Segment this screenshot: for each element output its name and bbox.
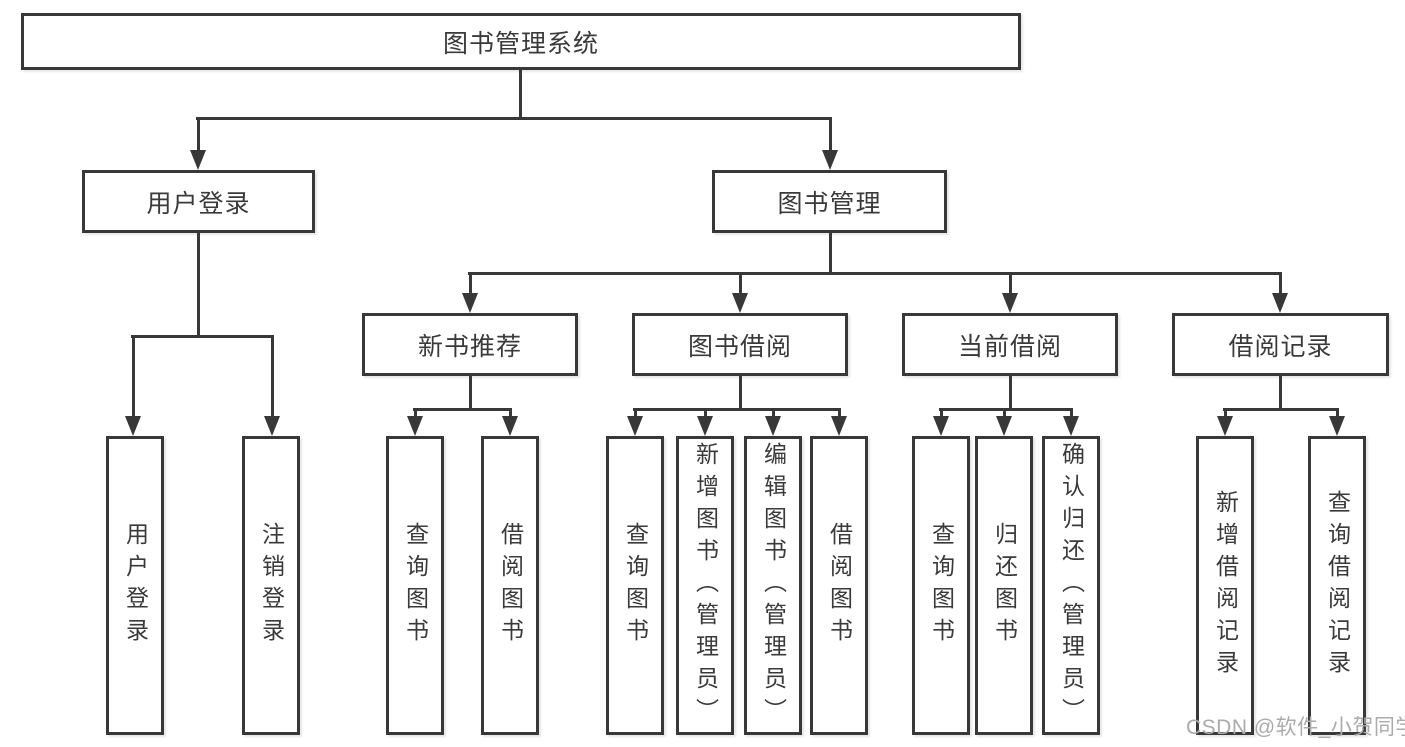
connector-drop xyxy=(270,335,274,420)
arrowhead-down-icon xyxy=(765,416,781,436)
connector-drop xyxy=(1223,408,1227,420)
connector-drop xyxy=(131,335,135,420)
connector-drop xyxy=(837,408,841,420)
leaf-current-query-book: 查询图书 xyxy=(912,436,970,735)
node-label: 确认归还（管理员） xyxy=(1058,441,1085,730)
leaf-records-add-record: 新增借阅记录 xyxy=(1196,436,1254,735)
connector-drop xyxy=(1278,272,1282,297)
node-label: 编辑图书（管理员） xyxy=(760,441,787,730)
node-label: 图书管理 xyxy=(777,189,882,218)
connector-drop xyxy=(1069,408,1073,420)
node-label: 借阅图书 xyxy=(826,521,853,650)
connector-bar xyxy=(468,272,1282,275)
connector-drop xyxy=(939,408,943,420)
leaf-borrow-borrow-book: 借阅图书 xyxy=(810,436,868,735)
arrowhead-down-icon xyxy=(264,416,280,436)
node-label: 当前借阅 xyxy=(957,332,1062,361)
connector-drop xyxy=(828,117,832,154)
arrowhead-down-icon xyxy=(407,416,423,436)
node-label: 新书推荐 xyxy=(417,332,522,361)
node-label: 新增借阅记录 xyxy=(1212,489,1239,682)
node-current-borrow: 当前借阅 xyxy=(902,313,1118,376)
connector-drop xyxy=(738,272,742,297)
connector-bar xyxy=(196,117,832,120)
leaf-borrow-edit-book-admin: 编辑图书（管理员） xyxy=(744,436,802,735)
arrowhead-down-icon xyxy=(1217,416,1233,436)
connector-stem xyxy=(196,233,200,338)
connector-bar xyxy=(131,335,274,338)
connector-stem xyxy=(1278,376,1282,410)
arrowhead-down-icon xyxy=(627,416,643,436)
connector-drop xyxy=(771,408,775,420)
node-label: 用户登录 xyxy=(122,521,149,650)
node-root-book-management-system: 图书管理系统 xyxy=(21,13,1021,70)
node-label: 查询图书 xyxy=(402,521,429,650)
arrowhead-down-icon xyxy=(1272,293,1288,313)
node-borrow-records: 借阅记录 xyxy=(1172,313,1389,376)
connector-stem xyxy=(468,376,472,410)
arrowhead-down-icon xyxy=(1329,416,1345,436)
node-user-login: 用户登录 xyxy=(82,170,315,233)
connector-bar xyxy=(939,408,1073,411)
connector-stem xyxy=(1008,376,1012,410)
node-label: 新增图书（管理员） xyxy=(692,441,719,730)
connector-drop xyxy=(413,408,417,420)
node-label: 图书管理系统 xyxy=(442,29,599,58)
connector-bar xyxy=(633,408,841,411)
leaf-current-return-book: 归还图书 xyxy=(975,436,1033,735)
connector-stem xyxy=(828,233,832,275)
connector-bar xyxy=(1223,408,1339,411)
connector-stem xyxy=(518,70,522,120)
arrowhead-down-icon xyxy=(933,416,949,436)
arrowhead-down-icon xyxy=(697,416,713,436)
node-label: 查询图书 xyxy=(622,521,649,650)
connector-drop xyxy=(196,117,200,154)
connector-drop xyxy=(1008,272,1012,297)
node-label: 借阅图书 xyxy=(497,521,524,650)
leaf-user-login: 用户登录 xyxy=(106,436,164,735)
node-label: 用户登录 xyxy=(146,189,251,218)
leaf-borrow-query-book: 查询图书 xyxy=(606,436,664,735)
arrowhead-down-icon xyxy=(831,416,847,436)
arrowhead-down-icon xyxy=(462,293,478,313)
node-label: 图书借阅 xyxy=(687,332,792,361)
arrowhead-down-icon xyxy=(996,416,1012,436)
node-book-management: 图书管理 xyxy=(712,170,947,233)
node-label: 借阅记录 xyxy=(1228,332,1333,361)
arrowhead-down-icon xyxy=(502,416,518,436)
leaf-logout: 注销登录 xyxy=(242,436,300,735)
arrowhead-down-icon xyxy=(125,416,141,436)
connector-drop xyxy=(508,408,512,420)
leaf-records-query-record: 查询借阅记录 xyxy=(1308,436,1366,735)
node-book-borrow: 图书借阅 xyxy=(632,313,848,376)
node-new-book-recommend: 新书推荐 xyxy=(362,313,578,376)
arrowhead-down-icon xyxy=(822,150,838,170)
leaf-borrow-add-book-admin: 新增图书（管理员） xyxy=(676,436,734,735)
node-label: 归还图书 xyxy=(991,521,1018,650)
arrowhead-down-icon xyxy=(190,150,206,170)
leaf-rec-borrow-book: 借阅图书 xyxy=(481,436,539,735)
connector-drop xyxy=(1335,408,1339,420)
leaf-current-confirm-return-admin: 确认归还（管理员） xyxy=(1042,436,1100,735)
node-label: 查询借阅记录 xyxy=(1324,489,1351,682)
connector-drop xyxy=(1002,408,1006,420)
arrowhead-down-icon xyxy=(732,293,748,313)
arrowhead-down-icon xyxy=(1063,416,1079,436)
connector-bar xyxy=(413,408,512,411)
node-label: 注销登录 xyxy=(258,521,285,650)
connector-stem xyxy=(738,376,742,410)
arrowhead-down-icon xyxy=(1002,293,1018,313)
node-label: 查询图书 xyxy=(928,521,955,650)
connector-drop xyxy=(468,272,472,297)
watermark-text: CSDN @软件_小贺同学 xyxy=(1186,716,1405,739)
connector-drop xyxy=(633,408,637,420)
leaf-rec-query-book: 查询图书 xyxy=(386,436,444,735)
connector-drop xyxy=(703,408,707,420)
